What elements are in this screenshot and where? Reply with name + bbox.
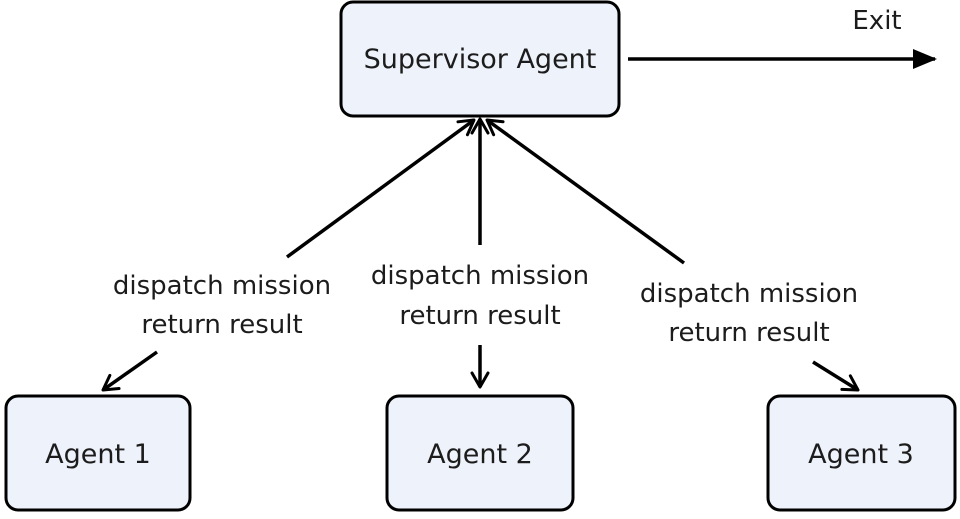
- edge-agent3-lower-arrow: [812, 360, 860, 392]
- edge-agent1-supervisor: dispatch mission return result: [101, 118, 476, 392]
- agent-1-label: Agent 1: [45, 439, 151, 470]
- edge-agent2-label-dispatch: dispatch mission: [371, 261, 589, 291]
- exit-edge: Exit: [628, 6, 937, 69]
- agent-3-node: Agent 3: [766, 394, 957, 512]
- supervisor-agent-node: Supervisor Agent: [339, 0, 621, 118]
- supervisor-agent-label: Supervisor Agent: [364, 44, 597, 75]
- edge-agent3-label-dispatch: dispatch mission: [640, 279, 858, 309]
- edge-agent1-upper-arrow: [285, 118, 476, 259]
- edge-agent3-label-return: return result: [668, 318, 829, 348]
- agent-2-label: Agent 2: [427, 439, 533, 470]
- edge-agent1-label-return: return result: [141, 310, 302, 340]
- edge-agent2-label-return: return result: [399, 301, 560, 331]
- edge-agent3-upper-arrow: [485, 118, 686, 265]
- edge-agent1-lower-arrow: [101, 350, 159, 392]
- exit-label: Exit: [852, 6, 901, 36]
- edge-agent3-supervisor: dispatch mission return result: [485, 118, 860, 392]
- agent-2-box: [385, 394, 575, 512]
- edge-agent1-label-dispatch: dispatch mission: [113, 271, 331, 301]
- supervisor-agent-box: [339, 0, 621, 118]
- edge-agent2-supervisor: dispatch mission return result: [371, 117, 589, 389]
- agent-3-box: [766, 394, 957, 512]
- agent-1-box: [4, 394, 192, 512]
- agent-3-label: Agent 3: [808, 439, 914, 470]
- agent-1-node: Agent 1: [4, 394, 192, 512]
- agent-2-node: Agent 2: [385, 394, 575, 512]
